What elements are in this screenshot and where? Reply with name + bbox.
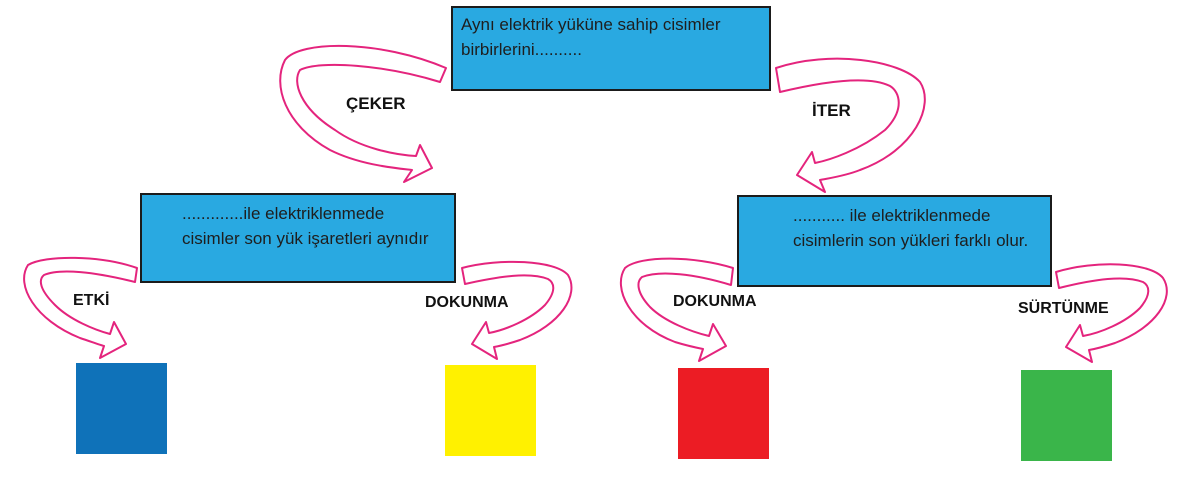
label-surtunme: SÜRTÜNME <box>1018 300 1109 317</box>
question-box-top: Aynı elektrik yüküne sahip cisimler birb… <box>451 6 771 91</box>
answer-square-blue[interactable] <box>76 363 167 454</box>
answer-square-red[interactable] <box>678 368 769 459</box>
label-dokunma-right: DOKUNMA <box>673 293 757 310</box>
arrow-surtunme <box>1055 263 1168 363</box>
label-ceker: ÇEKER <box>346 94 406 113</box>
answer-square-yellow[interactable] <box>445 365 536 456</box>
arrow-iter <box>775 57 926 193</box>
label-iter: İTER <box>812 101 851 120</box>
question-text-right: ........... ile elektriklenmede cisimler… <box>793 206 1029 250</box>
label-dokunma-left: DOKUNMA <box>425 294 509 311</box>
question-text-left: .............ile elektriklenmede cisimle… <box>182 204 429 248</box>
arrow-etki <box>23 256 138 359</box>
arrow-dokunma-right <box>619 257 734 362</box>
label-etki: ETKİ <box>73 292 110 309</box>
question-text-top: Aynı elektrik yüküne sahip cisimler birb… <box>461 15 721 59</box>
question-box-left: .............ile elektriklenmede cisimle… <box>140 193 456 283</box>
answer-square-green[interactable] <box>1021 370 1112 461</box>
arrow-ceker <box>279 44 447 183</box>
question-box-right: ........... ile elektriklenmede cisimler… <box>737 195 1052 287</box>
arrow-dokunma-left <box>461 260 573 360</box>
